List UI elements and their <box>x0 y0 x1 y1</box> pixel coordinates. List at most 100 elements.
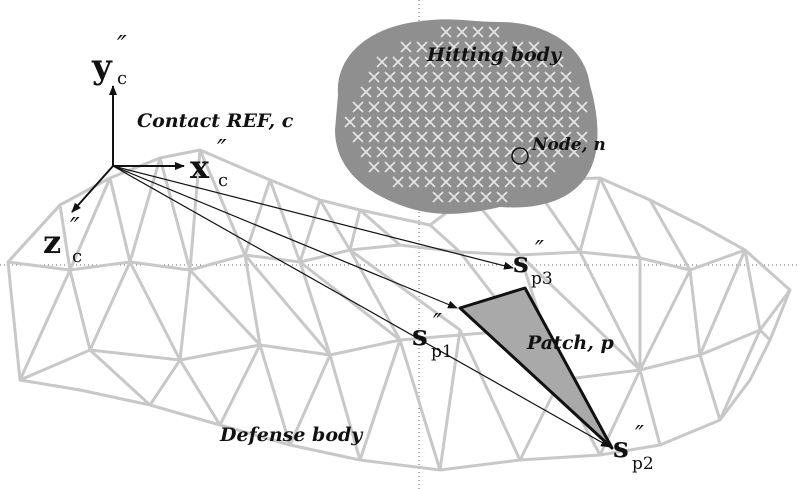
node-x-mark <box>416 161 428 173</box>
node-label: Node, n <box>531 135 606 155</box>
node-x-mark <box>560 131 572 143</box>
patch-triangle <box>458 286 614 450</box>
node-x-mark <box>528 161 540 173</box>
vector-p1-prime: ″ <box>433 309 442 337</box>
node-x-mark <box>544 161 556 173</box>
y-axis-letter: y <box>91 47 113 87</box>
node-x-mark <box>536 176 548 188</box>
node-x-mark <box>472 56 484 68</box>
node-x-mark <box>408 176 420 188</box>
node-x-mark <box>472 146 484 158</box>
vector-p2-letter: s <box>613 431 629 464</box>
node-x-mark <box>440 116 452 128</box>
vector-p3-letter: s <box>513 246 529 279</box>
hitting-body <box>335 19 598 214</box>
node-x-mark <box>464 41 476 53</box>
vector-p1-letter: s <box>412 319 428 352</box>
node-x-mark <box>456 56 468 68</box>
node-x-mark <box>384 131 396 143</box>
node-x-mark <box>464 191 476 203</box>
z-axis-subscript: c <box>72 246 82 267</box>
node-x-mark <box>464 101 476 113</box>
node-x-mark <box>504 86 516 98</box>
node-marker <box>511 147 529 165</box>
node-x-mark <box>352 101 364 113</box>
x-axis-subscript: c <box>218 170 228 191</box>
node-x-mark <box>496 161 508 173</box>
node-x-mark <box>488 86 500 98</box>
x-axis-label: x ″ c <box>190 135 228 191</box>
node-x-mark <box>456 86 468 98</box>
node-x-mark <box>488 176 500 188</box>
node-x-mark <box>472 176 484 188</box>
node-x-mark <box>544 131 556 143</box>
node-x-mark <box>576 131 588 143</box>
z-axis-letter: z <box>43 223 61 261</box>
node-x-mark <box>552 116 564 128</box>
vector-label-p2: s ″ p2 <box>613 421 654 474</box>
z-axis-prime: ″ <box>70 213 80 243</box>
node-x-mark <box>416 41 428 53</box>
defense-mesh-upper-band <box>7 243 746 272</box>
hitting-body-node-marks <box>344 26 588 203</box>
node-x-mark <box>368 101 380 113</box>
contact-ref-label: Contact REF, c <box>137 110 294 132</box>
node-x-mark <box>472 26 484 38</box>
node-x-mark <box>400 71 412 83</box>
x-axis-letter: x <box>190 148 210 186</box>
vector-p3-prime: ″ <box>535 236 544 264</box>
node-x-mark <box>424 176 436 188</box>
node-x-mark <box>480 101 492 113</box>
node-x-mark <box>432 101 444 113</box>
node-x-mark <box>440 26 452 38</box>
node-x-mark <box>472 86 484 98</box>
node-x-mark <box>432 131 444 143</box>
node-x-mark <box>400 101 412 113</box>
node-x-mark <box>480 161 492 173</box>
node-x-mark <box>424 56 436 68</box>
node-x-mark <box>528 71 540 83</box>
node-x-mark <box>448 191 460 203</box>
vector-arrow-p3 <box>112 165 514 270</box>
node-x-mark <box>512 101 524 113</box>
node-x-mark <box>376 116 388 128</box>
node-x-mark <box>376 146 388 158</box>
node-x-mark <box>352 131 364 143</box>
y-axis-subscript: c <box>117 68 127 89</box>
node-x-mark <box>528 41 540 53</box>
node-x-mark <box>400 131 412 143</box>
node-x-mark <box>408 116 420 128</box>
node-x-mark <box>432 191 444 203</box>
node-x-mark <box>568 86 580 98</box>
node-x-mark <box>520 56 532 68</box>
node-x-mark <box>560 101 572 113</box>
node-x-mark <box>504 146 516 158</box>
node-x-mark <box>368 71 380 83</box>
node-x-mark <box>464 131 476 143</box>
node-x-mark <box>424 116 436 128</box>
node-x-mark <box>344 116 356 128</box>
node-x-mark <box>528 131 540 143</box>
node-x-mark <box>520 86 532 98</box>
node-x-mark <box>392 176 404 188</box>
vector-label-p3: s ″ p3 <box>513 236 553 289</box>
node-x-mark <box>456 176 468 188</box>
node-x-mark <box>432 41 444 53</box>
node-x-mark <box>488 116 500 128</box>
node-x-mark <box>480 41 492 53</box>
node-x-mark <box>456 26 468 38</box>
node-x-mark <box>544 71 556 83</box>
node-x-mark <box>520 116 532 128</box>
defense-body-outline <box>6 148 792 472</box>
node-x-mark <box>408 146 420 158</box>
node-x-mark <box>512 41 524 53</box>
node-x-mark <box>544 101 556 113</box>
node-x-mark <box>448 131 460 143</box>
node-x-mark <box>528 101 540 113</box>
node-x-mark <box>448 71 460 83</box>
patch-label: Patch, p <box>526 332 614 354</box>
node-x-mark <box>496 41 508 53</box>
node-x-mark <box>424 146 436 158</box>
